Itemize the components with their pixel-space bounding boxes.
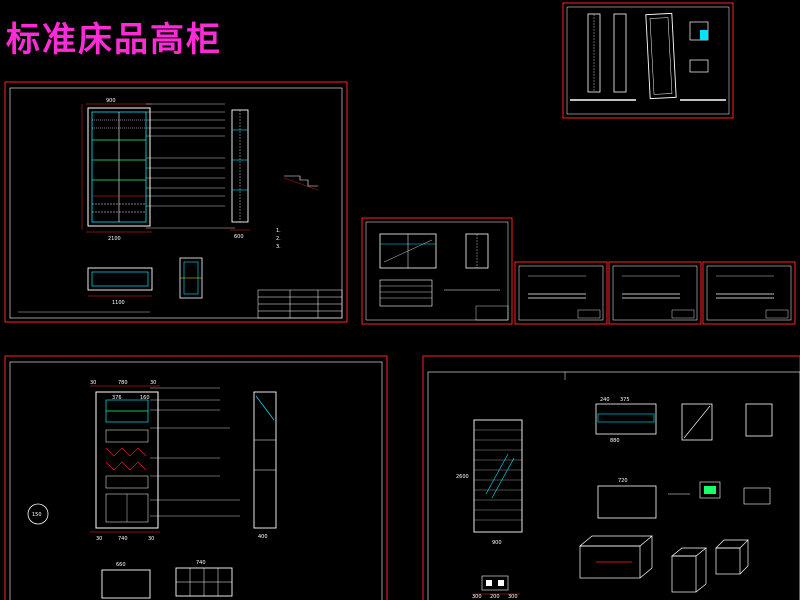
sheet-a-dim-bottom: 2100	[108, 236, 121, 242]
sheet-g-detail	[702, 261, 796, 325]
sheet-d-box-2	[681, 403, 713, 441]
page-title: 标准床品高柜	[6, 20, 222, 60]
sheet-d-profile	[668, 481, 721, 499]
sheet-c-cabinet-front	[95, 391, 159, 529]
sheet-c-side-dim: 400	[258, 534, 268, 540]
sheet-d-bottom-dim-3: 300	[508, 594, 518, 600]
sheet-c-plan-views: 660 740	[101, 560, 233, 599]
sheet-c-frame	[4, 355, 388, 600]
sheet-d-box1-dim-1: 240	[600, 397, 610, 403]
sheet-d-iso-3	[715, 539, 749, 575]
sheet-a-cabinet-front: 900 2100	[81, 98, 152, 242]
sheet-d-iso-1	[579, 535, 653, 579]
sheet-a-section-detail	[179, 257, 203, 299]
sheet-d-frame	[422, 355, 800, 600]
sheet-c-circle-symbol: 150	[27, 503, 49, 525]
sheet-a-note-3: 3.	[276, 244, 281, 250]
sheet-a-plan-dim: 1100	[112, 300, 125, 306]
sheet-a-elevation: 900 2100 600 1. 2.	[4, 81, 348, 323]
sheet-d-box-5	[743, 487, 771, 505]
sheet-c-leaders	[150, 387, 240, 517]
sheet-b2-frame	[361, 217, 513, 325]
sheet-d-box1-dim-3: 880	[610, 438, 620, 444]
sheet-a-profile-detail	[283, 175, 319, 191]
sheet-d-box-4: 720	[597, 478, 657, 519]
sheet-c-dim-top-3: 30	[150, 380, 156, 386]
sheet-f-detail	[608, 261, 702, 325]
sheet-c-dim-mid-2: 160	[140, 395, 150, 401]
sheet-c-plan-dim-1: 660	[116, 562, 126, 568]
sheet-c-dim-mid-1: 376	[112, 395, 122, 401]
sheet-c-dim-bottom-1: 30	[96, 536, 102, 542]
sheet-d-bottom-dim-2: 200	[490, 594, 500, 600]
sheet-a-frame	[4, 81, 348, 323]
sheet-d-box-1: 240 375 880	[595, 397, 657, 444]
sheet-e-detail	[514, 261, 608, 325]
sheet-d-box2-dim: 720	[618, 478, 628, 484]
sheet-d-detail: 2600 900 240 375 880 720	[422, 355, 800, 600]
sheet-a-border	[9, 87, 343, 319]
sheet-b-frame	[562, 2, 734, 119]
sheet-b2-detail	[361, 217, 513, 325]
sheet-c-elevation: 30 780 30 376 160 400	[4, 355, 388, 600]
sheet-d-box-3	[745, 403, 773, 437]
sheet-c-dim-top-2: 780	[118, 380, 128, 386]
sheet-a-side-dim: 600	[234, 234, 244, 240]
sheet-a-side-view: 600	[230, 109, 250, 240]
sheet-c-side-view: 400	[253, 391, 277, 540]
sheet-a-notes: 1. 2. 3.	[276, 228, 281, 250]
sheet-a-note-2: 2.	[276, 236, 281, 242]
sheet-d-wall-elevation: 2600 900	[456, 419, 523, 546]
sheet-a-note-1: 1.	[276, 228, 281, 234]
sheet-d-box1-dim-2: 375	[620, 397, 630, 403]
sheet-a-leaders	[146, 103, 235, 229]
sheet-d-iso-2	[671, 547, 707, 593]
sheet-c-dim-bottom-2: 740	[118, 536, 128, 542]
sheet-c-plan-dim-2: 740	[196, 560, 206, 566]
sheet-a-dim-top: 900	[106, 98, 116, 104]
sheet-b-detail	[562, 2, 734, 119]
sheet-c-dim-bottom-3: 30	[148, 536, 154, 542]
sheet-a-plan-view: 1100	[87, 267, 153, 306]
sheet-d-height-dim: 2600	[456, 474, 469, 480]
sheet-d-wall-dim: 900	[492, 540, 502, 546]
sheet-c-circle-label: 150	[32, 512, 42, 518]
sheet-d-bottom-dim-1: 300	[472, 594, 482, 600]
sheet-a-title-block	[257, 289, 343, 319]
sheet-d-bottom-strip: 300 200 300	[472, 575, 520, 600]
sheet-c-dim-top-1: 30	[90, 380, 96, 386]
